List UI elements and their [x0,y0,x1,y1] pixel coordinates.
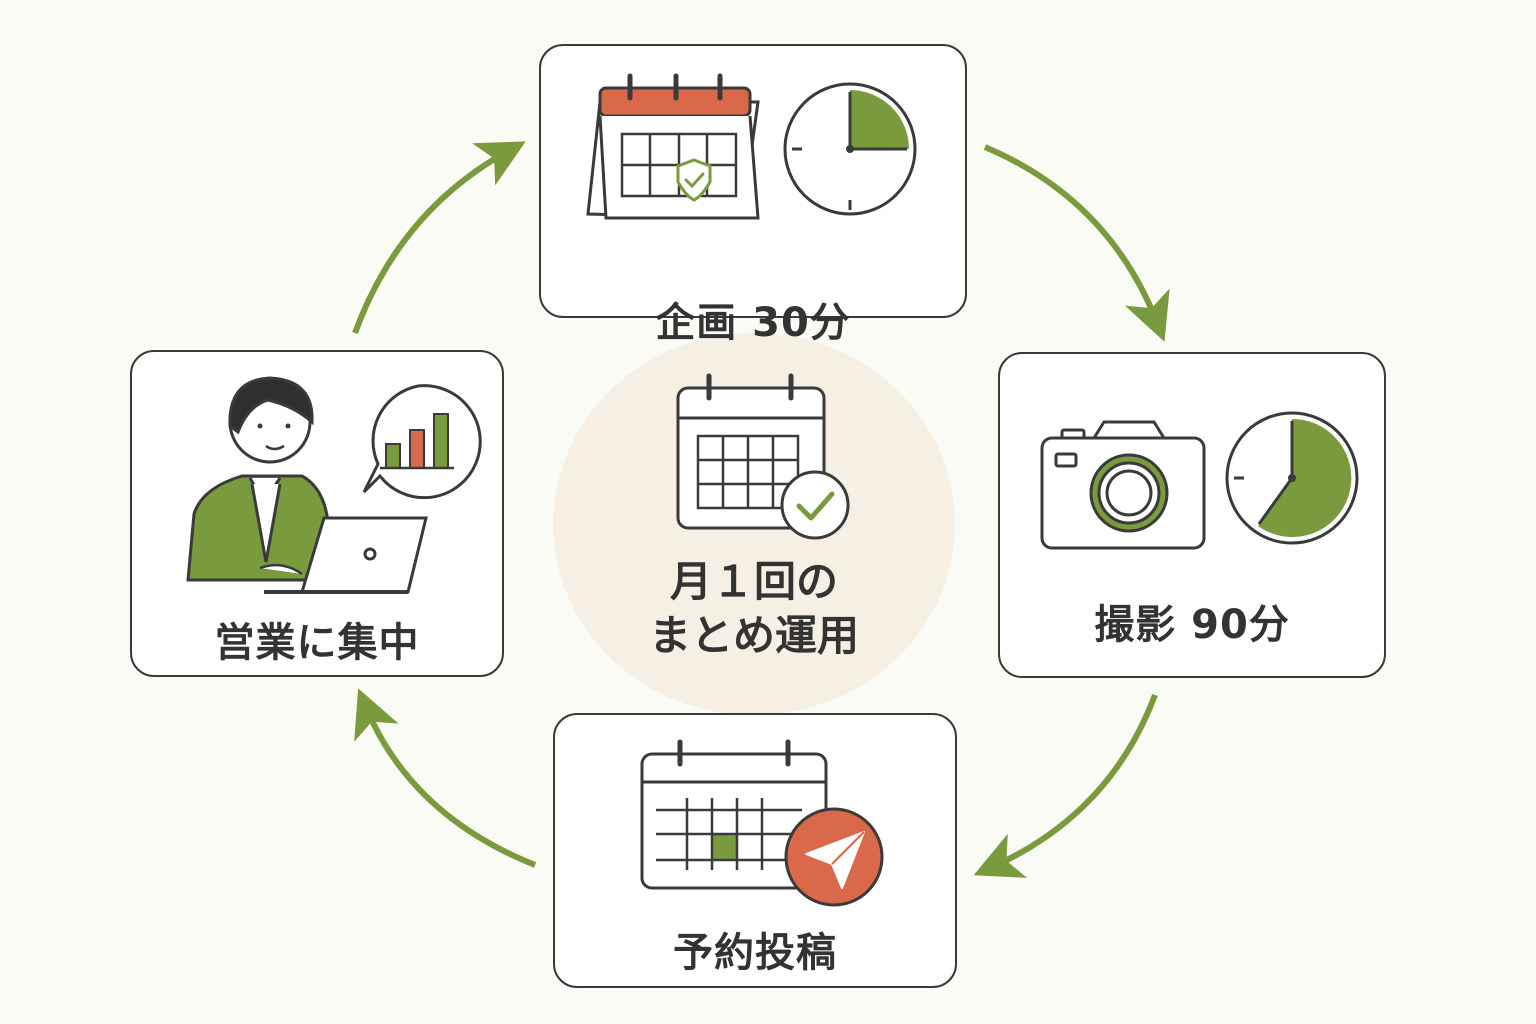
arrow-sales-to-plan [352,141,526,335]
center-calendar-icon [676,373,850,540]
step-label: 企画 30分 [655,300,851,346]
step-label: 撮影 90分 [1094,602,1290,648]
arrow-post-to-sales [354,688,537,868]
calendar-icon [640,739,828,890]
center-title-line1: 月１回の [669,557,838,606]
laptop-icon [259,516,428,594]
person-icon [186,376,330,582]
bar-chart-icon [362,384,482,500]
step-card-scheduled-post: 予約投稿 [553,713,957,988]
arrow-plan-to-shoot [983,144,1170,342]
center-title: 月１回の まとめ運用 [553,555,955,663]
center-title-line2: まとめ運用 [648,611,859,660]
center-circle: 月１回の まとめ運用 [553,333,955,715]
step-label: 営業に集中 [214,620,420,666]
arrow-shoot-to-post [973,693,1158,878]
clock-icon [783,82,917,216]
paper-plane-icon [784,807,884,907]
calendar-icon [586,73,760,220]
clock-icon [1225,411,1359,545]
camera-icon [1040,420,1206,550]
step-label: 予約投稿 [673,930,837,976]
step-card-focus-sales: 営業に集中 [130,350,504,677]
step-card-shooting: 撮影 90分 [998,352,1386,678]
step-card-planning: 企画 30分 [539,44,967,346]
